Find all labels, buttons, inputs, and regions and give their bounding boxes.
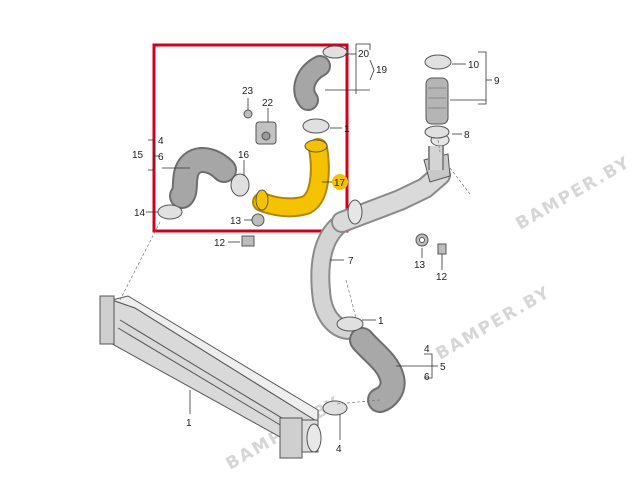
hose-9[interactable] (425, 77, 449, 125)
label-part-7: 7 (348, 256, 354, 267)
hose-5[interactable] (349, 327, 406, 413)
intercooler[interactable] (99, 295, 322, 459)
nut-13-right[interactable] (415, 233, 429, 247)
watermark-text-2: BAMPER.BY (513, 152, 635, 234)
label-part-12-left: 12 (214, 238, 226, 249)
clamp-4-lower[interactable] (322, 400, 348, 416)
clamp-1-upper[interactable] (302, 118, 330, 134)
label-part-14: 14 (134, 208, 146, 219)
label-part-22: 22 (262, 98, 274, 109)
highlight-frame (152, 43, 349, 233)
bolt-12-left[interactable] (241, 235, 255, 247)
label-part-4-left: 4 (158, 136, 164, 147)
nut-13-left[interactable] (251, 213, 265, 227)
label-part-19: 19 (376, 65, 388, 76)
assembly-lines (119, 139, 471, 405)
clamp-16[interactable] (230, 173, 250, 197)
label-part-5: 5 (440, 362, 446, 373)
label-part-12-right: 12 (436, 272, 448, 283)
clamp-14[interactable] (157, 204, 183, 220)
label-part-9: 9 (494, 76, 500, 87)
label-part-13-left: 13 (230, 216, 242, 227)
label-part-16: 16 (238, 150, 250, 161)
clamp-6-lower[interactable] (336, 316, 364, 332)
label-part-17: 17 (334, 178, 346, 189)
label-part-4-right: 4 (424, 344, 430, 355)
watermark-text-1: BAMPER.BY (433, 282, 555, 364)
label-part-1-upper: 1 (344, 124, 350, 135)
hose-19[interactable] (293, 55, 331, 111)
label-part-13-right: 13 (414, 260, 426, 271)
leader-lines (146, 43, 492, 440)
label-part-15: 15 (132, 150, 144, 161)
label-part-10: 10 (468, 60, 480, 71)
part-17-marker (332, 174, 348, 190)
label-part-6-right: 6 (424, 372, 430, 383)
clamp-20[interactable] (322, 45, 348, 59)
charge-air-pipe[interactable] (310, 133, 451, 340)
label-part-8: 8 (464, 130, 470, 141)
sensor-22[interactable] (255, 121, 277, 145)
label-part-1-intercooler: 1 (186, 418, 192, 429)
label-part-1-middle: 1 (378, 316, 384, 327)
label-part-20: 20 (358, 49, 370, 60)
bolt-12-right[interactable] (437, 243, 447, 264)
clamp-10[interactable] (424, 54, 452, 70)
clamp-8[interactable] (424, 125, 450, 139)
hose-15[interactable] (169, 147, 237, 209)
label-part-23: 23 (242, 86, 254, 97)
label-part-4-bottom: 4 (336, 444, 342, 455)
label-part-6-left: 6 (158, 152, 164, 163)
pipe-17-selected[interactable] (252, 138, 330, 218)
callout-labels: 20 19 1 17 23 22 16 4 15 6 14 13 12 10 9… (132, 49, 500, 455)
bolt-23[interactable] (243, 109, 253, 119)
